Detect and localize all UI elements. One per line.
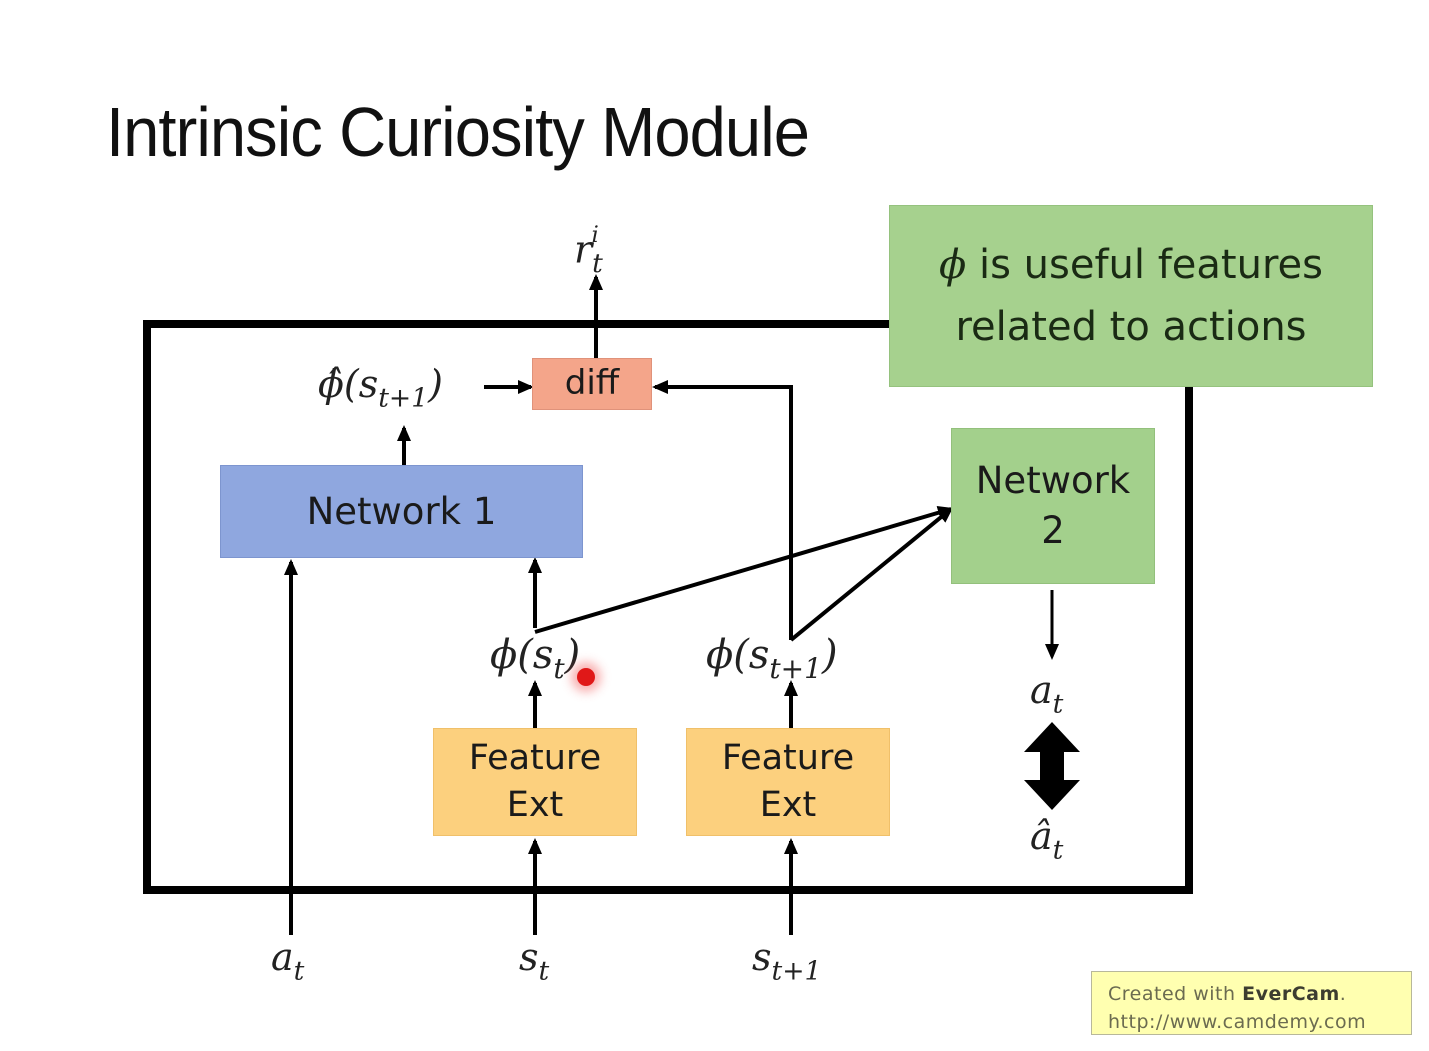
- watermark-url: http://www.camdemy.com: [1108, 1011, 1367, 1033]
- input-state-base: s: [519, 935, 539, 979]
- phi-explanation-note: ϕ is useful features related to actions: [889, 205, 1373, 387]
- input-next-state-sub: t+1: [771, 955, 822, 987]
- feature-ext-2-line1: Feature: [721, 737, 855, 778]
- evercam-watermark: Created with EverCam. http://www.camdemy…: [1091, 971, 1412, 1035]
- slide-title: Intrinsic Curiosity Module: [106, 93, 810, 171]
- feature-ext-1-line2: Ext: [506, 785, 564, 825]
- feature-ext-box-1: Feature Ext: [433, 728, 637, 836]
- predicted-action-sub: t: [1052, 834, 1064, 866]
- network-2-label-line1: Network: [975, 459, 1131, 503]
- input-action-sub: t: [293, 955, 305, 987]
- feature-ext-box-2: Feature Ext: [686, 728, 890, 836]
- diff-label: diff: [564, 363, 620, 404]
- phi-hat-base: ϕ̂(s: [318, 362, 379, 406]
- phi-st1-base: ϕ(s: [706, 632, 770, 678]
- phi-st1-label: ϕ(st+1): [706, 632, 838, 685]
- predicted-action-label: ât: [1030, 814, 1063, 865]
- note-line-2: related to actions: [955, 304, 1307, 350]
- phi-hat-next-label: ϕ̂(st+1): [318, 362, 443, 413]
- edge-phi-st-network2: [534, 505, 954, 634]
- phi-hat-sub: t+1: [378, 382, 429, 414]
- input-action-base: a: [271, 935, 294, 979]
- watermark-prefix: Created with: [1108, 983, 1243, 1005]
- action-output-label: at: [1030, 668, 1063, 719]
- edge-phi-st1-diff: [652, 380, 793, 640]
- predicted-action-base: â: [1030, 814, 1053, 858]
- module-boundary: [143, 320, 1193, 894]
- watermark-brand: EverCam: [1242, 983, 1340, 1005]
- network-1-label: Network 1: [306, 489, 497, 533]
- phi-st1-close: ): [821, 632, 838, 678]
- reward-base: r: [574, 227, 593, 272]
- input-next-state-label: st+1: [752, 935, 821, 986]
- feature-ext-2-line2: Ext: [759, 785, 817, 825]
- watermark-line-1: Created with EverCam.: [1108, 980, 1411, 1008]
- network-1-box: Network 1: [220, 465, 583, 558]
- network-2-box: Network 2: [951, 428, 1155, 584]
- note-line-1: ϕ is useful features: [939, 234, 1323, 296]
- note-line-1-text: is useful features: [966, 242, 1323, 288]
- phi-st1-sub: t+1: [769, 651, 822, 685]
- reward-sub: t: [592, 247, 603, 279]
- feature-ext-1-line1: Feature: [468, 737, 602, 778]
- action-output-sub: t: [1052, 688, 1064, 720]
- phi-st-base: ϕ(s: [490, 632, 554, 678]
- double-arrow-icon: [1024, 722, 1080, 810]
- input-state-label: st: [519, 935, 549, 986]
- diff-box: diff: [532, 358, 652, 410]
- edge-phi-st1-network2: [789, 507, 954, 642]
- phi-st-label: ϕ(st): [490, 632, 580, 685]
- action-output-base: a: [1030, 668, 1053, 712]
- watermark-suffix: .: [1339, 983, 1347, 1005]
- phi-st-close: ): [564, 632, 581, 678]
- phi-hat-close: ): [428, 362, 443, 406]
- phi-st-sub: t: [553, 651, 565, 685]
- reward-label: rti: [574, 222, 603, 279]
- input-next-state-base: s: [752, 935, 772, 979]
- presenter-pointer: [577, 668, 595, 686]
- reward-sup: i: [591, 222, 599, 248]
- phi-symbol: ϕ: [939, 242, 967, 288]
- input-action-label: at: [271, 935, 304, 986]
- network-2-label-line2: 2: [1041, 509, 1065, 552]
- input-state-sub: t: [538, 955, 550, 987]
